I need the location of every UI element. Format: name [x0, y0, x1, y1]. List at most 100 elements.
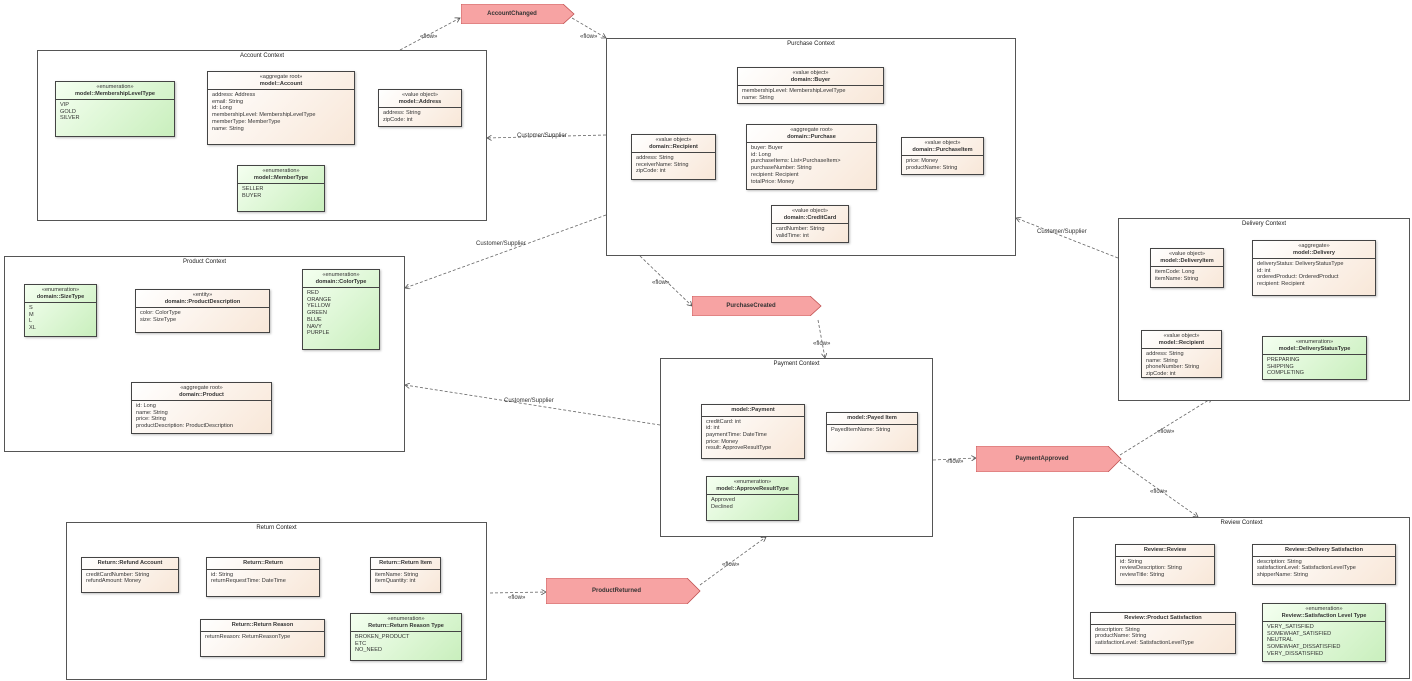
class-member: GOLD	[60, 108, 76, 115]
class-member: price: Money	[906, 158, 939, 164]
class-header: Review::Delivery Satisfaction	[1253, 545, 1395, 557]
customer-supplier-label: Customer/Supplier	[504, 398, 554, 404]
class-name: model::MemberType	[253, 174, 309, 181]
class-member: S	[29, 305, 33, 311]
class-member: id: int	[706, 425, 720, 432]
class-member: itemCode: Long	[1155, 269, 1195, 275]
event-account-changed[interactable]: AccountChanged	[461, 4, 575, 24]
class-header: Return::Return	[207, 558, 319, 570]
class-member: purchaseNumber: String	[751, 165, 812, 172]
class-member: refundAmount: Money	[86, 578, 142, 585]
class-name: domain::Purchase	[787, 133, 836, 140]
class-member: price: Money	[706, 438, 739, 445]
class-name: domain::CreditCard	[783, 214, 837, 221]
flow-account-to-accountchanged	[399, 18, 460, 51]
event-product-returned[interactable]: ProductReturned	[546, 578, 701, 604]
class-stereotype: «value object»	[924, 140, 961, 146]
class-member: color: ColorType	[140, 310, 181, 316]
cs-purchase-to-product	[405, 214, 607, 288]
class-member: NO_NEED	[355, 647, 383, 654]
cs-payment-to-product	[405, 385, 661, 426]
class-header: Return::Refund Account	[82, 558, 178, 570]
class-stereotype: «aggregate root»	[180, 385, 223, 391]
class-member: BROKEN_PRODUCT	[355, 634, 410, 640]
class-member: satisfactionLevel: SatisfactionLevelType	[1095, 639, 1194, 646]
class-stereotype: «value object»	[1163, 333, 1200, 339]
class-member: zipCode: int	[636, 168, 666, 175]
class-header: «entity»domain::ProductDescription	[136, 290, 269, 308]
class-header: «value object»domain::Buyer	[738, 68, 883, 86]
flow-paymentapproved-to-delivery	[1119, 398, 1212, 456]
class-member: receiverName: String	[636, 161, 689, 168]
class-stereotype: «enumeration»	[322, 272, 360, 278]
event-shape	[976, 446, 1122, 472]
class-member: size: SizeType	[140, 316, 177, 323]
context-title: Payment Context	[773, 361, 820, 367]
class-satisfaction-level-type[interactable]: «enumeration»Review::Satisfaction Level …	[1262, 603, 1386, 662]
class-header: «enumeration»Review::Satisfaction Level …	[1263, 604, 1385, 622]
class-member: description: String	[1095, 626, 1140, 633]
event-payment-approved[interactable]: PaymentApproved	[976, 446, 1122, 472]
class-header: model::Payment	[702, 405, 804, 417]
class-member: id: Long	[212, 105, 232, 112]
event-label: ProductReturned	[591, 588, 641, 594]
class-name: Review::Delivery Satisfaction	[1284, 547, 1364, 553]
class-member: BLUE	[307, 316, 322, 323]
flow-productreturned-to-payment	[699, 537, 766, 586]
flow-label: «flow»	[946, 459, 964, 465]
class-header: «aggregate»model::Delivery	[1253, 241, 1375, 259]
class-name: Review::Product Satisfaction	[1124, 615, 1202, 621]
class-member: Approved	[711, 497, 735, 503]
class-header: «enumeration»domain::SizeType	[25, 285, 96, 303]
class-header: «value object»model::DeliveryItem	[1151, 249, 1223, 267]
class-member: SILVER	[60, 115, 80, 122]
event-shape	[461, 4, 575, 24]
event-label: PurchaseCreated	[726, 303, 776, 309]
class-name: model::DeliveryStatusType	[1278, 345, 1351, 352]
class-member: ETC	[355, 640, 367, 647]
class-header: model::Payed Item	[827, 413, 917, 425]
class-name: model::ApproveResultType	[716, 485, 789, 492]
flow-label: «flow»	[580, 34, 598, 40]
class-name: model::Payment	[731, 407, 775, 413]
event-purchase-created[interactable]: PurchaseCreated	[692, 296, 822, 316]
class-member: productName: String	[1095, 633, 1147, 640]
